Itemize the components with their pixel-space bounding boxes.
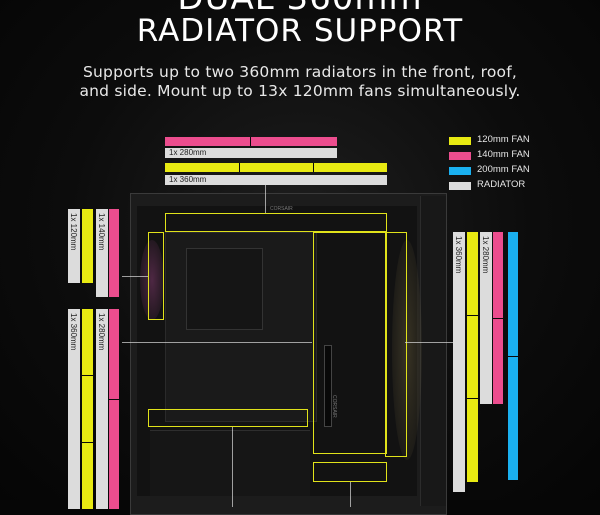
left-rear-radiator-120: 1x 120mm: [68, 209, 80, 283]
left-bottom-radiator-360: 1x 360mm: [68, 309, 80, 509]
cpu-cutout: [186, 248, 263, 330]
front-fan-glow: [392, 240, 422, 460]
subtitle-line-1: Supports up to two 360mm radiators in th…: [82, 63, 517, 81]
connector-line: [265, 185, 266, 213]
psu-shroud: [150, 430, 310, 496]
left-bottom-radiator-280: 1x 280mm: [96, 309, 108, 509]
top-pink-bar: [165, 137, 337, 146]
right-front-fan-200: [508, 232, 518, 480]
bottom-fan-outline: [148, 409, 308, 427]
legend-swatch-grey: [449, 182, 471, 190]
legend-label: 200mm FAN: [477, 164, 530, 175]
right-front-fan-360: [467, 232, 478, 482]
legend-label: 120mm FAN: [477, 134, 530, 145]
connector-line: [122, 342, 312, 343]
left-140-label: 1x 140mm: [97, 213, 106, 251]
case-brand-mark: CORSAIR: [270, 206, 293, 212]
top-360-label: 1x 360mm: [169, 175, 207, 184]
rear-fan-outline: [148, 232, 164, 320]
right-front-radiator-280: 1x 280mm: [480, 232, 492, 404]
legend-label: RADIATOR: [477, 179, 526, 190]
top-grey-radiator-360: 1x 360mm: [165, 175, 387, 185]
right-front-fan-280: [493, 232, 503, 404]
top-radiator-outline: [165, 213, 387, 232]
right-360-label: 1x 360mm: [454, 236, 463, 274]
side-brand-mark: CORSAIR: [331, 395, 337, 418]
right-280-label: 1x 280mm: [481, 236, 490, 274]
bottom-radiator-outline: [313, 462, 387, 482]
left-120-label: 1x 120mm: [69, 213, 78, 251]
connector-line: [232, 427, 233, 507]
legend-swatch-blue: [449, 167, 471, 175]
top-yellow-bar: [165, 163, 387, 172]
left-360-label: 1x 360mm: [69, 313, 78, 351]
connector-line: [405, 342, 453, 343]
title-partial: DUAL 360mm: [0, 0, 600, 18]
front-fan-outline: [385, 232, 407, 457]
case-front-panel: [420, 196, 446, 506]
left-bottom-fan-280: [109, 309, 119, 509]
legend-swatch-pink: [449, 152, 471, 160]
legend-label: 140mm FAN: [477, 149, 530, 160]
left-rear-fan-140: [109, 209, 119, 297]
top-grey-radiator-280: 1x 280mm: [165, 148, 337, 158]
left-rear-radiator-140: 1x 140mm: [96, 209, 108, 297]
page-title: RADIATOR SUPPORT: [136, 13, 464, 49]
left-280-label: 1x 280mm: [97, 313, 106, 351]
right-front-radiator-360: 1x 360mm: [453, 232, 465, 492]
legend-swatch-yellow: [449, 137, 471, 145]
subtitle-line-2: and side. Mount up to 13x 120mm fans sim…: [79, 82, 521, 100]
side-radiator-outline: [313, 232, 387, 454]
connector-line: [122, 276, 148, 277]
connector-line: [350, 482, 351, 507]
left-rear-fan-120: [82, 209, 93, 283]
gpu-bracket: [324, 345, 332, 427]
top-280-label: 1x 280mm: [169, 148, 207, 157]
left-bottom-fan-360: [82, 309, 93, 509]
rear-fan-glow: [140, 240, 164, 320]
